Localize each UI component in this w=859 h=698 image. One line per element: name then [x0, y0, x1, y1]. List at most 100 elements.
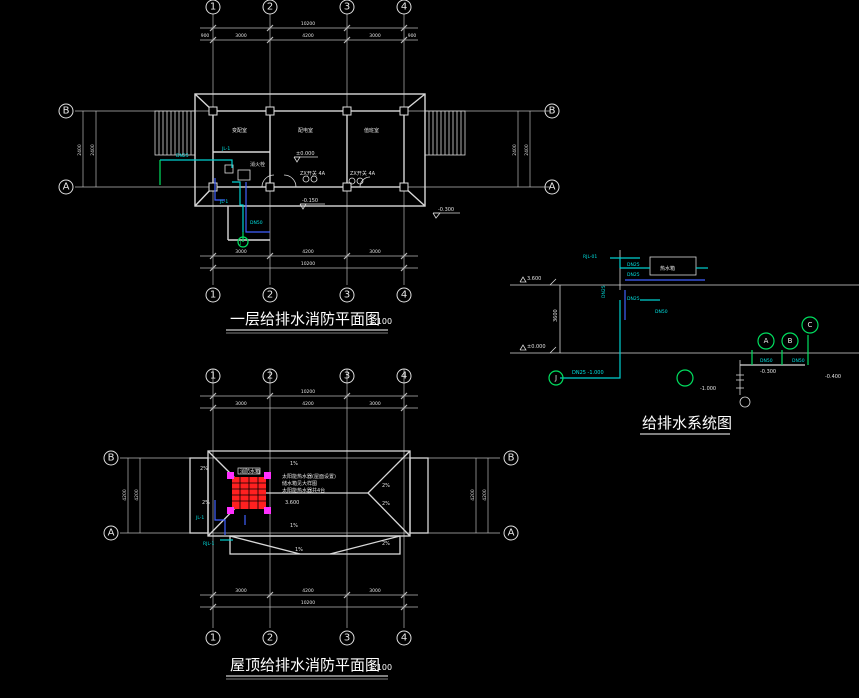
axis-row-b-left: B: [63, 106, 70, 117]
plan1-title: 一层给排水消防平面图: [230, 310, 380, 328]
p2-dim-right-v2: 4200: [482, 489, 488, 501]
sys-dim-1: 3600: [553, 309, 559, 322]
p1-dim-bay-3: 3000: [369, 33, 381, 39]
sys-circle-tag-1: A: [764, 337, 769, 345]
p2-axis-col-1-bottom: 1: [210, 633, 216, 644]
p1-pipe-tag-1: JL-1: [221, 146, 230, 152]
p2-dim-bay-3: 3000: [369, 401, 381, 407]
p1-fixture-2: ZX开关 4A: [300, 170, 326, 177]
p2-axis-col-2-bottom: 2: [267, 633, 273, 644]
p1-fixture-3: ZX开关 4A: [350, 170, 376, 177]
p1-level-3: -0.300: [438, 207, 454, 213]
p2-dim-bay-1-bottom: 3000: [235, 588, 247, 594]
axis-col-4-top: 4: [401, 2, 407, 13]
sys-pipe-tag-8: DN25: [601, 285, 607, 298]
sys-level-2: ±0.000: [527, 344, 546, 350]
p2-pipe-tag-1: JL-1: [195, 515, 204, 521]
p1-dim-right-v1: 2400: [512, 144, 518, 156]
sys-pipe-tag-1: RJL-01: [583, 254, 597, 260]
p2-axis-row-a-left: A: [108, 528, 115, 539]
plan1-scale: 1:100: [369, 317, 392, 326]
sys-pipe-tag-2: DN25: [627, 262, 640, 268]
p2-axis-col-1-top: 1: [210, 371, 216, 382]
p2-axis-col-2-top: 2: [267, 371, 273, 382]
plan2-title: 屋顶给排水消防平面图: [230, 656, 380, 674]
p2-slope-4: 2%: [382, 483, 390, 489]
p2-tank-label: 消防水箱: [240, 468, 260, 475]
p1-dim-bay-1: 3000: [235, 33, 247, 39]
p2-note-2: 储水箱见大样图: [282, 480, 317, 487]
p1-inlet-tag: J: [239, 240, 241, 246]
p2-slope-7: 2%: [382, 501, 390, 507]
plan1-group: 1 2 3 4 1 2 3 4 B A B A 10200 900 3000 4…: [58, 0, 560, 334]
axis-col-2-bottom: 2: [267, 290, 273, 301]
p2-axis-col-4-bottom: 4: [401, 633, 407, 644]
sys-circle-tag-2: B: [788, 337, 793, 345]
p1-room-1: 变配室: [232, 127, 247, 134]
p2-note-level: 3.600: [285, 500, 299, 506]
p1-dim-bay-2-bottom: 4200: [302, 249, 314, 255]
p2-slope-2: 1%: [290, 461, 298, 467]
p2-slope-8: 2%: [382, 541, 390, 547]
p2-dim-bay-3-bottom: 3000: [369, 588, 381, 594]
axis-row-a-left: A: [63, 182, 70, 193]
sys-level-4: -0.300: [760, 369, 776, 375]
sys-tank: 热水箱: [660, 265, 675, 272]
axis-col-3-top: 3: [344, 2, 350, 13]
p1-dim-bay-1-bottom: 3000: [235, 249, 247, 255]
p2-dim-left-v: 4200: [122, 489, 128, 501]
p1-fixture-1: 消火栓: [250, 161, 265, 168]
sys-pipe-tag-5: DN50: [655, 309, 668, 315]
p1-pipe-tag-3: DN25: [176, 153, 189, 159]
p1-level-1: -0.150: [302, 198, 318, 204]
system-title: 给排水系统图: [642, 414, 732, 432]
p1-room-2: 配电室: [298, 127, 313, 134]
p2-axis-row-b-right: B: [508, 453, 515, 464]
p1-dim-right-v2: 2400: [524, 144, 530, 156]
sys-pipe-tag-6: DN50: [760, 358, 773, 364]
p2-pipe-tag-2: RJL-1: [203, 541, 215, 547]
p2-slope-6: 1%: [295, 547, 303, 553]
p1-dim-side-right: 900: [408, 33, 417, 39]
p2-axis-col-3-bottom: 3: [344, 633, 350, 644]
sys-pipe-tag-3: DN25: [627, 272, 640, 278]
system-diagram-group: A B C J 热水箱 3.600 ±0.000 -1.000 -0.300 -…: [510, 250, 859, 435]
p1-level-2: ±0.000: [296, 151, 315, 157]
axis-col-4-bottom: 4: [401, 290, 407, 301]
p2-axis-row-a-right: A: [508, 528, 515, 539]
axis-col-1-bottom: 1: [210, 290, 216, 301]
p1-dim-total-bottom: 10200: [301, 261, 315, 267]
p1-dim-side-left: 900: [201, 33, 210, 39]
sys-circle-tag-3: C: [808, 321, 813, 329]
p1-dim-left-v1: 2400: [77, 144, 83, 156]
axis-col-3-bottom: 3: [344, 290, 350, 301]
p2-slope-1: 2%: [200, 466, 208, 472]
p2-slope-3: 1%: [290, 523, 298, 529]
p2-axis-row-b-left: B: [108, 453, 115, 464]
sys-inlet-note: DN25 -1.000: [572, 370, 604, 376]
p2-axis-col-3-top: 3: [344, 371, 350, 382]
p1-dim-bay-2: 4200: [302, 33, 314, 39]
p1-dim-bay-3-bottom: 3000: [369, 249, 381, 255]
sys-level-3: -1.000: [700, 386, 716, 392]
p2-dim-right-v: 4200: [470, 489, 476, 501]
p1-dim-total-top: 10200: [301, 21, 315, 27]
p2-dim-bay-1: 3000: [235, 401, 247, 407]
axis-col-2-top: 2: [267, 2, 273, 13]
axis-row-a-right: A: [549, 182, 556, 193]
sys-pipe-tag-4: DN25: [627, 296, 640, 302]
plan2-scale: 1:100: [369, 663, 392, 672]
plan2-group: 2% 1% 1% 2% 2% 1% 2% 2% 消防水箱 太阳能热水器(屋面设置…: [103, 368, 519, 680]
sys-pipe-tag-7: DN50: [792, 358, 805, 364]
p2-slope-5: 2%: [202, 500, 210, 506]
sys-inlet-tag: J: [554, 374, 557, 382]
axis-row-b-right: B: [549, 106, 556, 117]
p2-dim-bay-2-bottom: 4200: [302, 588, 314, 594]
p2-dim-bay-2: 4200: [302, 401, 314, 407]
p1-dim-left-v2: 2400: [90, 144, 96, 156]
p1-pipe-tag-2: JL-1: [219, 199, 228, 205]
axis-col-1-top: 1: [210, 2, 216, 13]
p2-dim-left-v2: 4200: [134, 489, 140, 501]
p2-dim-total-bottom: 10200: [301, 600, 315, 606]
